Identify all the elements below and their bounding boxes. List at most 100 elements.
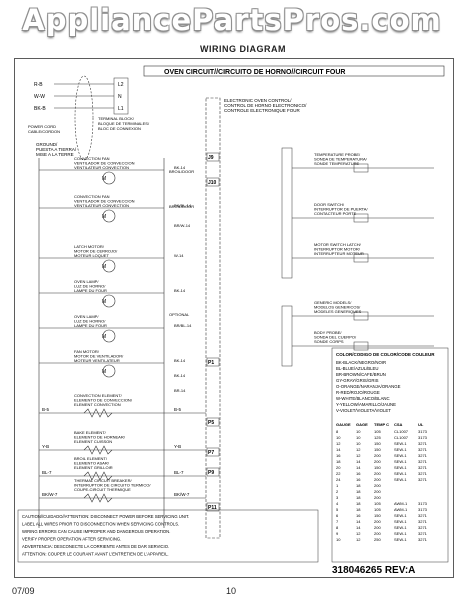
gauge-cell: 10 [356,429,361,434]
block-label: LUZ DE HORNO/ [74,319,106,324]
gauge-cell: 105 [374,501,381,506]
element-icon [83,493,113,503]
gauge-cell: 200 [374,525,381,530]
supply-w: W-W [34,94,45,100]
element-left-label: Y-B [42,444,49,449]
gauge-cell: 7 [336,519,339,524]
gauge-header: TEMP C [374,422,389,427]
gauge-cell: 3271 [418,519,428,524]
element-right-label: Y-B [174,444,181,449]
motor-symbol: M [102,334,106,340]
block-label: LAMPE DU FOUR [74,323,107,328]
gauge-cell: 12 [356,537,361,542]
element-label: ELEMENT CUISSON [74,439,112,444]
terminal-block-2: BLOQUE DE TERMINALES/ [98,121,150,126]
color-code-entry: R-RED/ROJO/ROUGE [336,390,380,395]
element-left-label: BL-7 [42,470,52,475]
gauge-cell: 16 [356,471,361,476]
gauge-cell: 200 [374,453,381,458]
right-block-label: MODELOS GENERICOS/ [314,305,361,310]
element-icon [83,445,113,455]
motor-symbol: M [102,299,106,305]
watermark: AppliancePartsPros.com [22,3,442,37]
switch-icon [353,163,369,173]
gauge-cell: 1 [336,483,339,488]
gauge-cell: 3271 [418,477,428,482]
gauge-header: CSA [394,422,403,427]
switch-icon [353,213,369,223]
gauge-cell: SEW-1 [394,537,407,542]
gauge-cell: 18 [356,489,361,494]
gauge-cell: 3173 [418,429,428,434]
block-label: OVEN LAMP/ [74,314,99,319]
gauge-cell: 14 [356,525,361,530]
right-block-label: INTERRUPTOR MOTOR/ [314,247,361,252]
wire-label: BK-14 [174,358,186,363]
block-label: CONVECTION FAN [74,194,110,199]
gauge-cell: 4 [336,501,339,506]
gauge-cell: 8 [336,429,339,434]
gauge-cell: 18 [356,501,361,506]
right-block-label: MODELES GENERIQUES [314,309,362,314]
gauge-cell: 14 [356,519,361,524]
gauge-cell: 18 [336,459,341,464]
color-code-table [331,347,449,563]
motor-symbol: M [102,369,106,375]
gauge-cell: 250 [374,537,381,542]
wire-label: BR/BL-14 [174,323,192,328]
footer-date: 07/09 [12,586,35,596]
gauge-cell: 18 [356,507,361,512]
connector-box [206,417,220,427]
caution-line: WIRING ERRORS CAN CAUSE IMPROPER AND DAN… [22,529,170,534]
gauge-cell: SEW-1 [394,525,407,530]
page-title: WIRING DIAGRAM [200,44,286,54]
right-block-label: SONDE CORPS [314,339,344,344]
gauge-cell: 18 [356,483,361,488]
caution-line: LABEL ALL WIRES PRIOR TO DISCONNECTION W… [22,522,179,527]
right-component-blocks: TEMPERATURE PROBE/SONDA DE TEMPERATURA/S… [292,152,434,351]
element-label: ELEMENT GRILLOIR [74,465,113,470]
gauge-cell: 200 [374,495,381,500]
eoc-2: CONTROL DE HORNO ELECTRONICO/ [224,103,307,108]
switch-icon [353,341,369,351]
right-block-label: INTERRUPTOR DE PUERTA/ [314,207,368,212]
gauge-cell: 200 [374,477,381,482]
color-code-entry: W-WHITE/BLANCO/BLANC [336,396,390,401]
wire-label: BK/BL-14 [174,203,192,208]
gauge-header: GAUGE [336,422,351,427]
motor-icon [102,329,116,343]
terminal-n: N [118,94,122,100]
gauge-cell: 200 [374,489,381,494]
supply-bk: BK-B [34,106,46,112]
cord-note-1: POWER CORD [28,124,56,129]
color-code-entry: BK-BLACK/NEGRO/NOIR [336,360,386,365]
gauge-cell: CL1007 [394,435,409,440]
gauge-cell: 8 [336,525,339,530]
caution-box [17,509,319,563]
connector-label: J10 [208,180,217,186]
gauge-cell: 18 [356,495,361,500]
wire-label: BR-14 [174,388,186,393]
gauge-cell: 12 [356,453,361,458]
gauge-cell: SEW-1 [394,513,407,518]
color-code-entry: V-VIOLET/VIOLETA/VIOLET [336,408,391,413]
motor-icon [102,209,116,223]
connector-box [206,357,220,367]
gauge-cell: 3271 [418,441,428,446]
connector-box [206,447,220,457]
gauge-header: GAGE [356,422,368,427]
connector-box [206,467,220,477]
caution-line: CAUTION//CUIDADO//ATTENTION: DISCONNECT … [22,514,189,519]
supply-section: R-B W-W BK-B L2 N L1 TERMINAL BLOCK/ BLO… [28,75,150,161]
gauge-cell: 200 [374,531,381,536]
gauge-cell: 9 [336,531,339,536]
gauge-cell: 150 [374,447,381,452]
eoc-right-strip [281,147,293,279]
block-label: MOTOR DE VENTILADOR/ [74,354,124,359]
terminal-l2: L2 [118,82,124,88]
right-block-label: INTERRUPTEUR MOTEUR [314,251,364,256]
element-left-label: BK/W-7 [42,492,58,497]
block-label: OVEN LAMP/ [74,279,99,284]
